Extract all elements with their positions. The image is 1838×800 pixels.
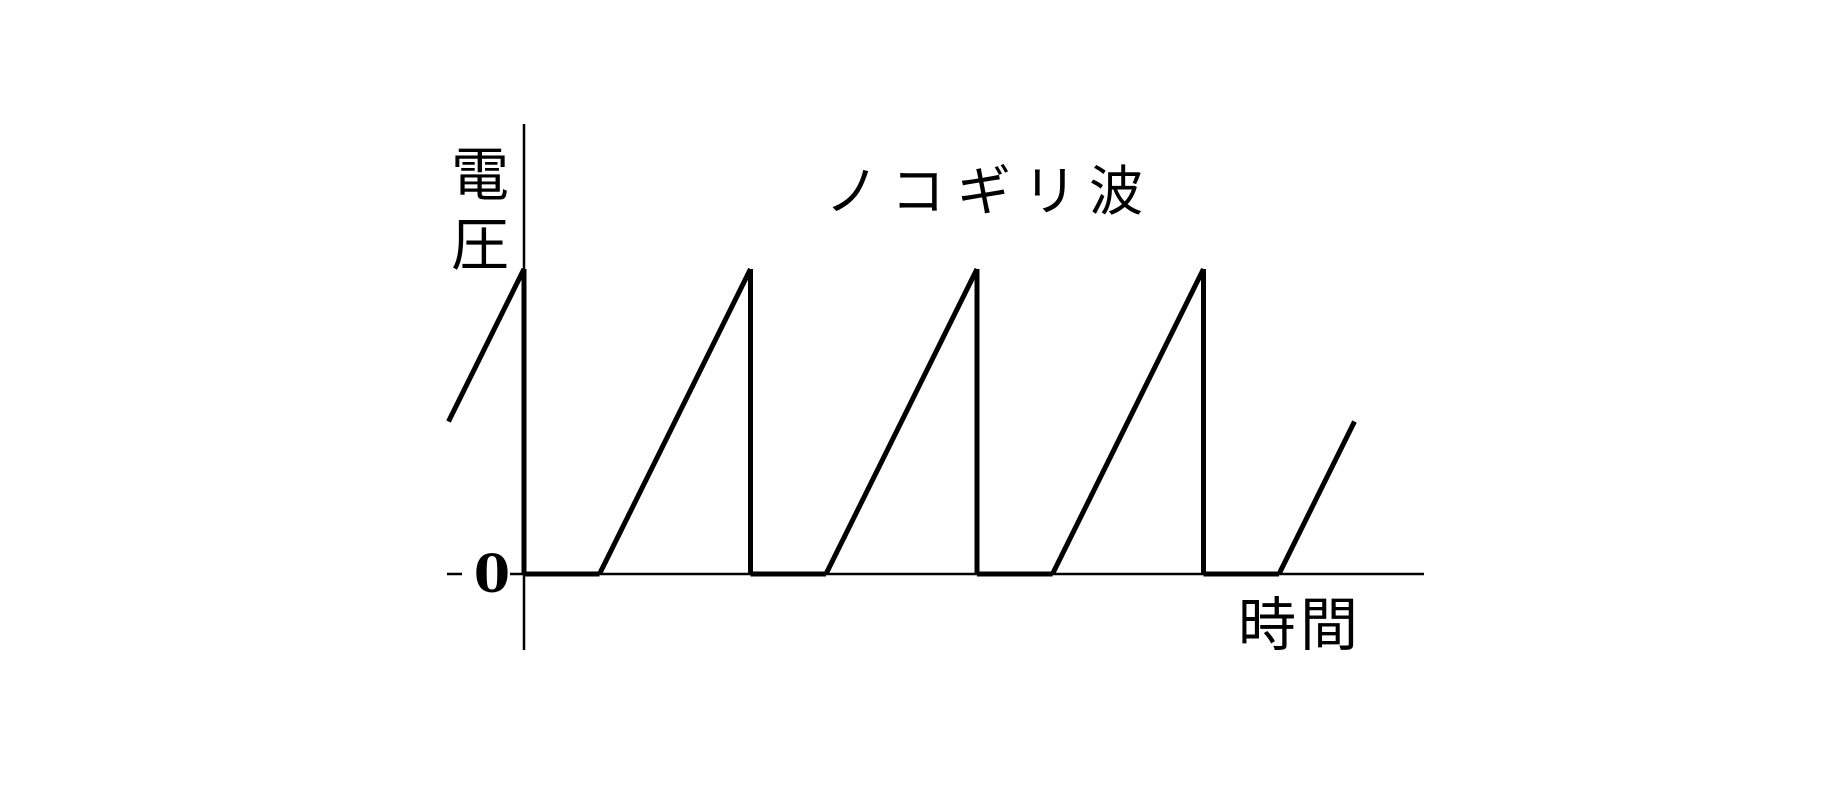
series-0-segment	[1276, 420, 1357, 576]
series-0-segment	[446, 267, 527, 423]
series-0	[446, 267, 1357, 577]
y-tick-label: 0	[474, 544, 510, 605]
series-0-segment	[1050, 267, 1206, 576]
y-ticks: 0	[447, 544, 510, 605]
series-0-segment	[823, 267, 980, 576]
y-axis-label-char-1: 電	[451, 141, 509, 209]
y-axis-label-char-2: 圧	[451, 211, 509, 279]
chart-title: ノコギリ波	[825, 160, 1155, 223]
x-axis-label: 時間	[1238, 591, 1362, 659]
series-0-segment	[597, 267, 753, 576]
